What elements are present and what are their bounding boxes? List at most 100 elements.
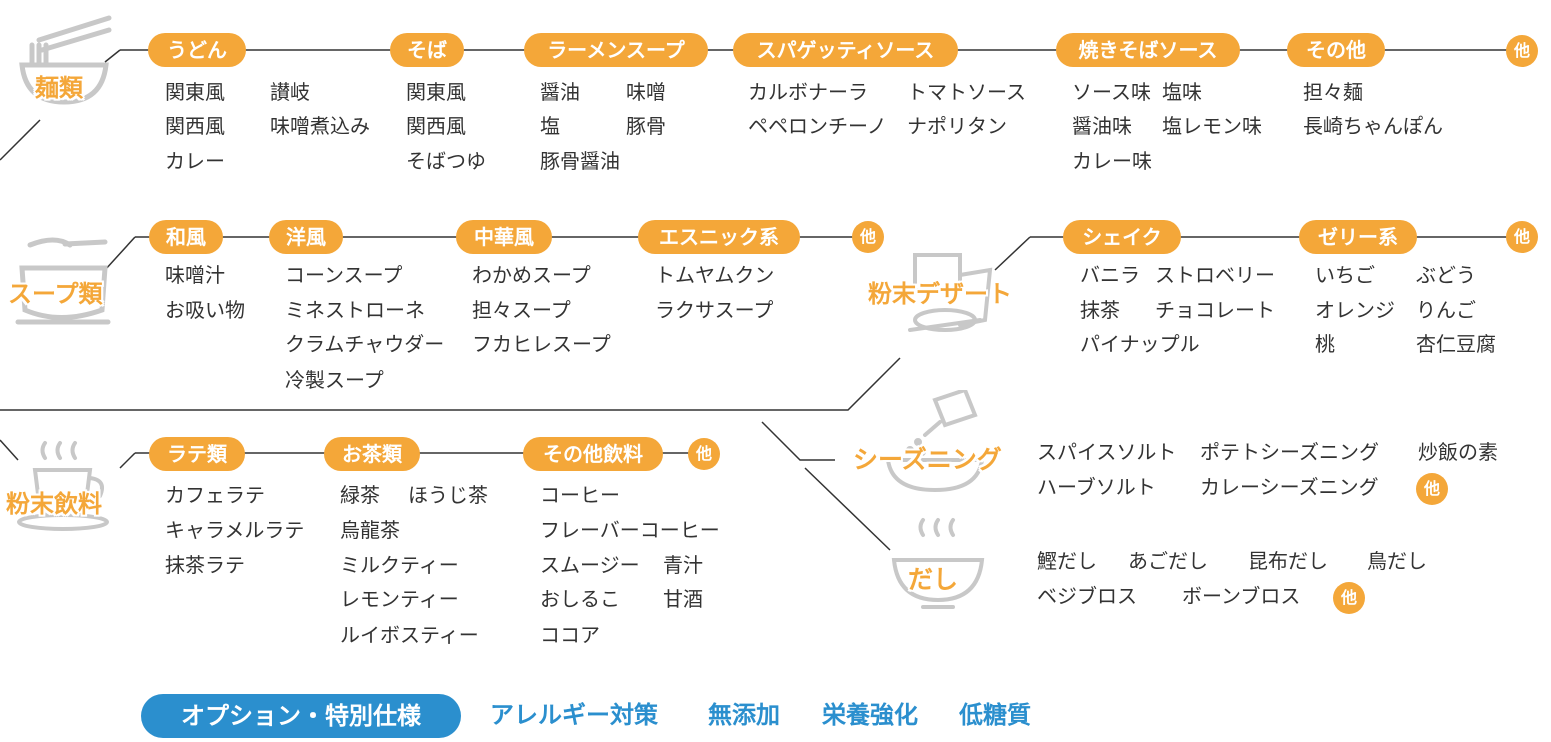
dashi-other-badge[interactable]: 他: [1333, 582, 1365, 614]
item-seasoning-4: カレーシーズニング: [1200, 475, 1379, 499]
pill-drink-other[interactable]: その他飲料: [523, 437, 663, 471]
noodles-diag-top: [104, 49, 121, 63]
item-dashi-1: あごだし: [1128, 549, 1208, 573]
item-udon-0: 関東風: [165, 80, 225, 104]
option-fortified[interactable]: 栄養強化: [822, 701, 918, 729]
pill-chuka[interactable]: 中華風: [456, 220, 552, 254]
item-tea-2: 烏龍茶: [340, 518, 400, 542]
drink-diag: [119, 452, 136, 469]
category-noodles: 麺類: [35, 74, 83, 102]
pill-jelly[interactable]: ゼリー系: [1299, 220, 1417, 254]
dessert-other-badge[interactable]: 他: [1506, 221, 1538, 253]
item-seasoning-0: スパイスソルト: [1037, 440, 1177, 464]
item-ramen-1: 味噌: [626, 80, 666, 104]
drink-other-badge[interactable]: 他: [688, 438, 720, 470]
item-noodles-other-1: 長崎ちゃんぽん: [1303, 114, 1443, 138]
item-jelly-3: りんご: [1416, 298, 1476, 322]
dessert-icon: [908, 253, 993, 332]
item-ethnic-0: トムヤムクン: [655, 263, 775, 287]
item-soba-2: そばつゆ: [406, 149, 486, 173]
item-ramen-2: 塩: [540, 114, 560, 138]
category-dashi: だし: [908, 565, 959, 594]
drink-cup-icon: [17, 441, 109, 531]
pill-latte[interactable]: ラテ類: [149, 437, 245, 471]
item-chuka-2: フカヒレスープ: [472, 332, 611, 356]
pill-tea[interactable]: お茶類: [324, 437, 420, 471]
item-tea-1: ほうじ茶: [408, 483, 488, 507]
item-noodles-other-0: 担々麺: [1303, 80, 1363, 104]
item-drink-other-3: 青汁: [663, 553, 703, 577]
item-tea-0: 緑茶: [340, 483, 380, 507]
item-jelly-0: いちご: [1315, 263, 1375, 287]
item-dashi-3: 鳥だし: [1367, 549, 1427, 573]
item-drink-other-2: スムージー: [540, 553, 640, 577]
dashi-branch: [804, 467, 891, 551]
seasoning-other-badge[interactable]: 他: [1416, 473, 1448, 505]
options-title: オプション・特別仕様: [141, 694, 461, 738]
item-chuka-1: 担々スープ: [472, 298, 571, 322]
item-jelly-4: 桃: [1315, 332, 1335, 356]
item-jelly-2: オレンジ: [1315, 298, 1395, 322]
option-allergy[interactable]: アレルギー対策: [490, 701, 658, 729]
item-drink-other-4: おしるこ: [540, 587, 620, 611]
item-shake-4: パイナップル: [1080, 332, 1200, 356]
item-yofu-1: ミネストローネ: [285, 298, 425, 322]
pill-yakisoba[interactable]: 焼きそばソース: [1056, 33, 1240, 67]
option-low-sugar[interactable]: 低糖質: [959, 701, 1031, 729]
item-yofu-3: 冷製スープ: [285, 368, 384, 392]
item-tea-4: レモンティー: [340, 587, 459, 611]
item-yakisoba-0: ソース味: [1072, 80, 1151, 104]
item-chuka-0: わかめスープ: [472, 263, 591, 287]
noodles-other-badge[interactable]: 他: [1506, 35, 1538, 67]
item-ramen-4: 豚骨醤油: [540, 149, 620, 173]
item-yakisoba-1: 塩味: [1162, 80, 1202, 104]
pill-ramen[interactable]: ラーメンスープ: [524, 33, 708, 67]
item-udon-1: 讃岐: [270, 80, 310, 104]
noodle-bowl-icon: [19, 15, 112, 105]
item-latte-1: キャラメルラテ: [165, 518, 305, 542]
item-wafu-1: お吸い物: [165, 298, 245, 322]
item-seasoning-3: ハーブソルト: [1037, 475, 1156, 499]
item-shake-0: バニラ: [1080, 263, 1140, 287]
item-spaghetti-2: ペペロンチーノ: [748, 114, 887, 138]
item-ramen-3: 豚骨: [626, 114, 666, 138]
item-shake-2: 抹茶: [1080, 298, 1120, 322]
item-dashi-2: 昆布だし: [1248, 549, 1328, 573]
pill-udon[interactable]: うどん: [148, 33, 246, 67]
item-dashi-0: 鰹だし: [1037, 549, 1097, 573]
option-additive-free[interactable]: 無添加: [708, 701, 780, 729]
pill-noodles-other[interactable]: その他: [1287, 33, 1385, 67]
item-yakisoba-2: 醤油味: [1072, 114, 1132, 138]
item-tea-5: ルイボスティー: [340, 623, 479, 647]
pill-yofu[interactable]: 洋風: [269, 220, 343, 254]
item-drink-other-5: 甘酒: [663, 587, 703, 611]
soup-diag: [104, 236, 136, 271]
pill-shake[interactable]: シェイク: [1063, 220, 1181, 254]
item-drink-other-0: コーヒー: [540, 483, 620, 507]
seasoning-shaker-icon: [885, 390, 985, 493]
pill-wafu[interactable]: 和風: [149, 220, 223, 254]
item-udon-4: カレー: [165, 149, 225, 173]
item-tea-3: ミルクティー: [340, 553, 459, 577]
pill-soba[interactable]: そば: [390, 33, 464, 67]
item-latte-0: カフェラテ: [165, 483, 265, 507]
soup-other-badge[interactable]: 他: [852, 221, 884, 253]
item-spaghetti-1: トマトソース: [907, 80, 1026, 104]
item-wafu-0: 味噌汁: [165, 263, 225, 287]
seasoning-branch: [761, 421, 835, 461]
item-seasoning-2: 炒飯の素: [1418, 440, 1498, 464]
item-seasoning-1: ポテトシーズニング: [1200, 440, 1379, 464]
item-udon-2: 関西風: [165, 114, 225, 138]
item-soba-0: 関東風: [406, 80, 466, 104]
item-spaghetti-3: ナポリタン: [907, 114, 1007, 138]
item-udon-3: 味噌煮込み: [270, 114, 370, 138]
pill-spaghetti[interactable]: スパゲッティソース: [733, 33, 958, 67]
item-shake-3: チョコレート: [1155, 298, 1275, 322]
item-yofu-0: コーンスープ: [285, 263, 403, 287]
pill-ethnic[interactable]: エスニック系: [638, 220, 800, 254]
drink-diag-left: [0, 439, 19, 461]
item-spaghetti-0: カルボナーラ: [748, 80, 868, 104]
dessert-diag: [994, 236, 1031, 271]
item-soba-1: 関西風: [406, 114, 466, 138]
